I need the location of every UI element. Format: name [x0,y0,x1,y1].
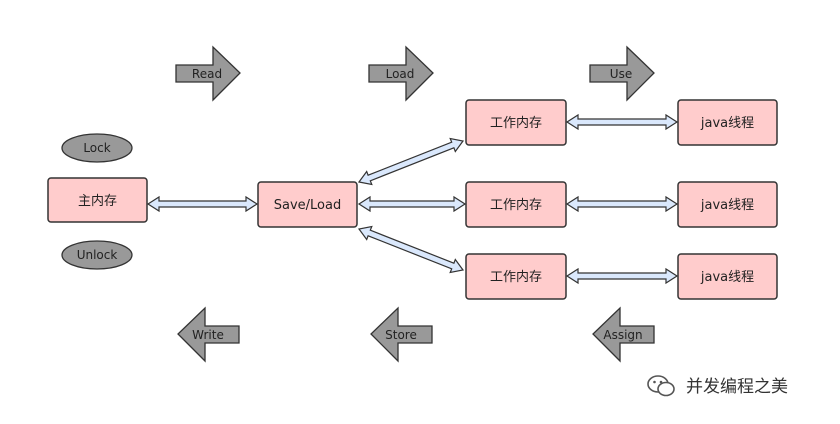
load-label: Load [386,67,415,81]
work-memory-box-3: 工作内存 [465,253,567,300]
work-memory-label-3: 工作内存 [490,269,542,285]
unlock-label: Unlock [77,248,118,262]
java-thread-label-1: java线程 [700,116,754,131]
link-saveload-to-work-3 [357,225,465,274]
write-label: Write [192,328,224,342]
lock-label: Lock [83,141,110,155]
read-arrow: Read [175,45,241,102]
use-arrow: Use [589,45,655,102]
unlock-ellipse: Unlock [61,240,133,270]
save-load-box: Save/Load [257,181,358,228]
java-thread-label-3: java线程 [700,270,754,285]
load-arrow: Load [368,45,434,102]
main-memory-label: 主内存 [78,193,117,209]
write-arrow: Write [177,306,240,363]
java-thread-box-1: java线程 [677,99,778,146]
save-load-label: Save/Load [274,198,341,213]
link-saveload-to-work-1 [357,137,465,186]
connector-arrows [146,113,679,285]
watermark: 并发编程之美 [647,375,788,397]
link-work-1-to-thread-1 [565,113,679,131]
link-work-2-to-thread-2 [565,195,679,213]
java-thread-box-3: java线程 [677,253,778,300]
work-memory-box-1: 工作内存 [465,99,567,146]
link-main-to-saveload [146,195,259,213]
link-saveload-to-work-2 [357,195,467,213]
store-label: Store [385,328,417,342]
link-work-3-to-thread-3 [565,267,679,285]
use-label: Use [610,67,632,81]
work-memory-label-2: 工作内存 [490,197,542,213]
store-arrow: Store [370,306,433,363]
work-memory-box-2: 工作内存 [465,181,567,228]
work-memory-label-1: 工作内存 [490,115,542,131]
java-thread-label-2: java线程 [700,198,754,213]
assign-arrow: Assign [592,306,655,363]
java-thread-box-2: java线程 [677,181,778,228]
wechat-icon [647,375,675,397]
main-memory-box: 主内存 [47,177,148,223]
lock-ellipse: Lock [61,133,133,163]
read-label: Read [192,67,222,81]
watermark-text: 并发编程之美 [686,377,788,397]
assign-label: Assign [603,328,642,342]
